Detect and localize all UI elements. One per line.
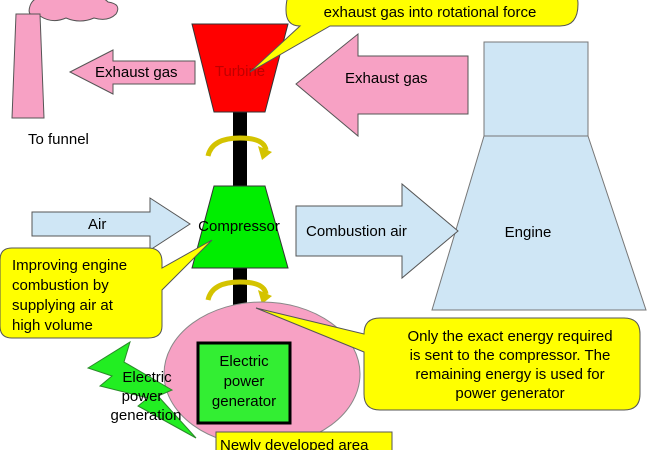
turbine bbox=[191, 23, 289, 113]
energy-callout-line1: Only the exact energy required bbox=[407, 328, 612, 345]
combustion-air-arrow bbox=[295, 182, 459, 280]
rotation-arrow-icon bbox=[205, 135, 272, 160]
lightning-label-line1: Electric bbox=[122, 369, 172, 386]
lightning-label-line3: generation bbox=[111, 407, 182, 424]
rotation-arrow-icon bbox=[205, 279, 272, 304]
compressor-callout-line1: Improving engine bbox=[12, 257, 127, 274]
smoke-cloud-icon bbox=[28, 0, 119, 22]
energy-callout-line4: power generator bbox=[455, 385, 564, 402]
air-label: Air bbox=[88, 216, 106, 233]
energy-callout-line3: remaining energy is used for bbox=[415, 366, 604, 383]
exhaust-gas-arrow-right bbox=[295, 32, 469, 138]
exhaust-gas-left-label: Exhaust gas bbox=[95, 64, 178, 81]
combustion-air-label: Combustion air bbox=[306, 223, 407, 240]
engine bbox=[431, 41, 647, 311]
funnel bbox=[11, 0, 119, 119]
air-arrow bbox=[31, 197, 191, 251]
compressor-callout bbox=[0, 239, 213, 339]
generator-label-line1: Electric bbox=[219, 353, 269, 370]
engine-label: Engine bbox=[505, 224, 552, 241]
turbine-callout bbox=[249, 0, 579, 73]
turbine-label: Turbine bbox=[215, 63, 265, 80]
energy-callout bbox=[255, 307, 641, 411]
electric-power-generator bbox=[196, 341, 292, 425]
turbine-callout-text: exhaust gas into rotational force bbox=[324, 4, 537, 21]
compressor-callout-line3: supplying air at bbox=[12, 297, 114, 314]
compressor-label: Compressor bbox=[198, 218, 280, 235]
newly-developed-area-box bbox=[215, 431, 393, 450]
lightning-label-line2: power bbox=[122, 388, 163, 405]
energy-callout-line2: is sent to the compressor. The bbox=[410, 347, 611, 364]
newly-developed-area-label: Newly developed area bbox=[220, 437, 369, 450]
exhaust-gas-arrow-left bbox=[68, 49, 196, 95]
generator-label-line3: generator bbox=[212, 393, 276, 410]
compressor-callout-line4: high volume bbox=[12, 317, 93, 334]
funnel-chimney bbox=[11, 13, 45, 119]
generator-label-line2: power bbox=[224, 373, 265, 390]
compressor bbox=[191, 185, 289, 269]
compressor-callout-line2: combustion by bbox=[12, 277, 109, 294]
to-funnel-label: To funnel bbox=[28, 131, 89, 148]
lightning-bolt-icon bbox=[86, 340, 197, 439]
exhaust-gas-right-label: Exhaust gas bbox=[345, 70, 428, 87]
